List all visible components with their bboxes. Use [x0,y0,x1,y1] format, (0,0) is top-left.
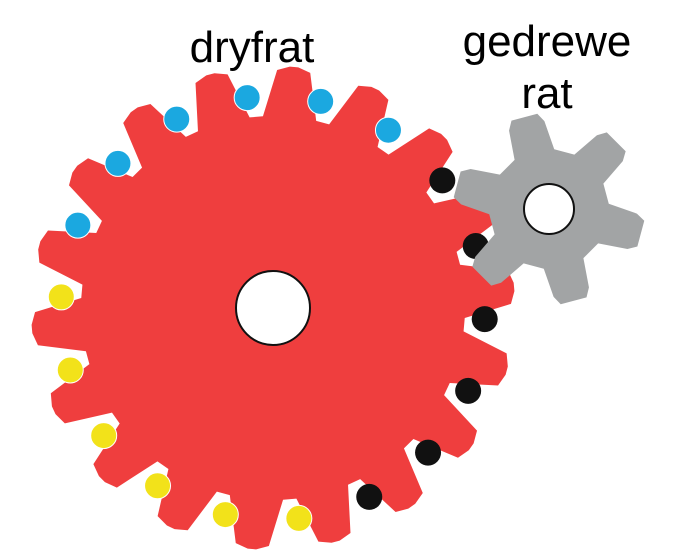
tooth-marker-blue [374,116,402,144]
tooth-marker-blue [64,211,92,239]
driving-gear-hub [235,270,311,346]
driving-gear-label: dryfrat [190,23,315,72]
driven-gear-label-line2: rat [521,69,572,118]
tooth-marker-blue [233,84,261,112]
tooth-marker-black [455,377,482,404]
driving-gear-tooth-markers [47,84,498,532]
tooth-marker-black [429,167,456,194]
tooth-marker-yellow [56,356,84,384]
tooth-marker-yellow [285,504,313,532]
tooth-marker-yellow [90,422,118,450]
tooth-marker-blue [163,105,191,133]
tooth-marker-yellow [211,501,239,529]
tooth-marker-blue [307,87,335,115]
driven-gear-label-line1: gedrewe [463,17,632,66]
tooth-marker-blue [104,149,132,177]
tooth-marker-yellow [144,472,172,500]
tooth-marker-yellow [47,283,75,311]
tooth-marker-black [415,439,442,466]
tooth-marker-black [471,306,498,333]
driven-gear-hub [523,183,575,235]
tooth-marker-black [356,483,383,510]
